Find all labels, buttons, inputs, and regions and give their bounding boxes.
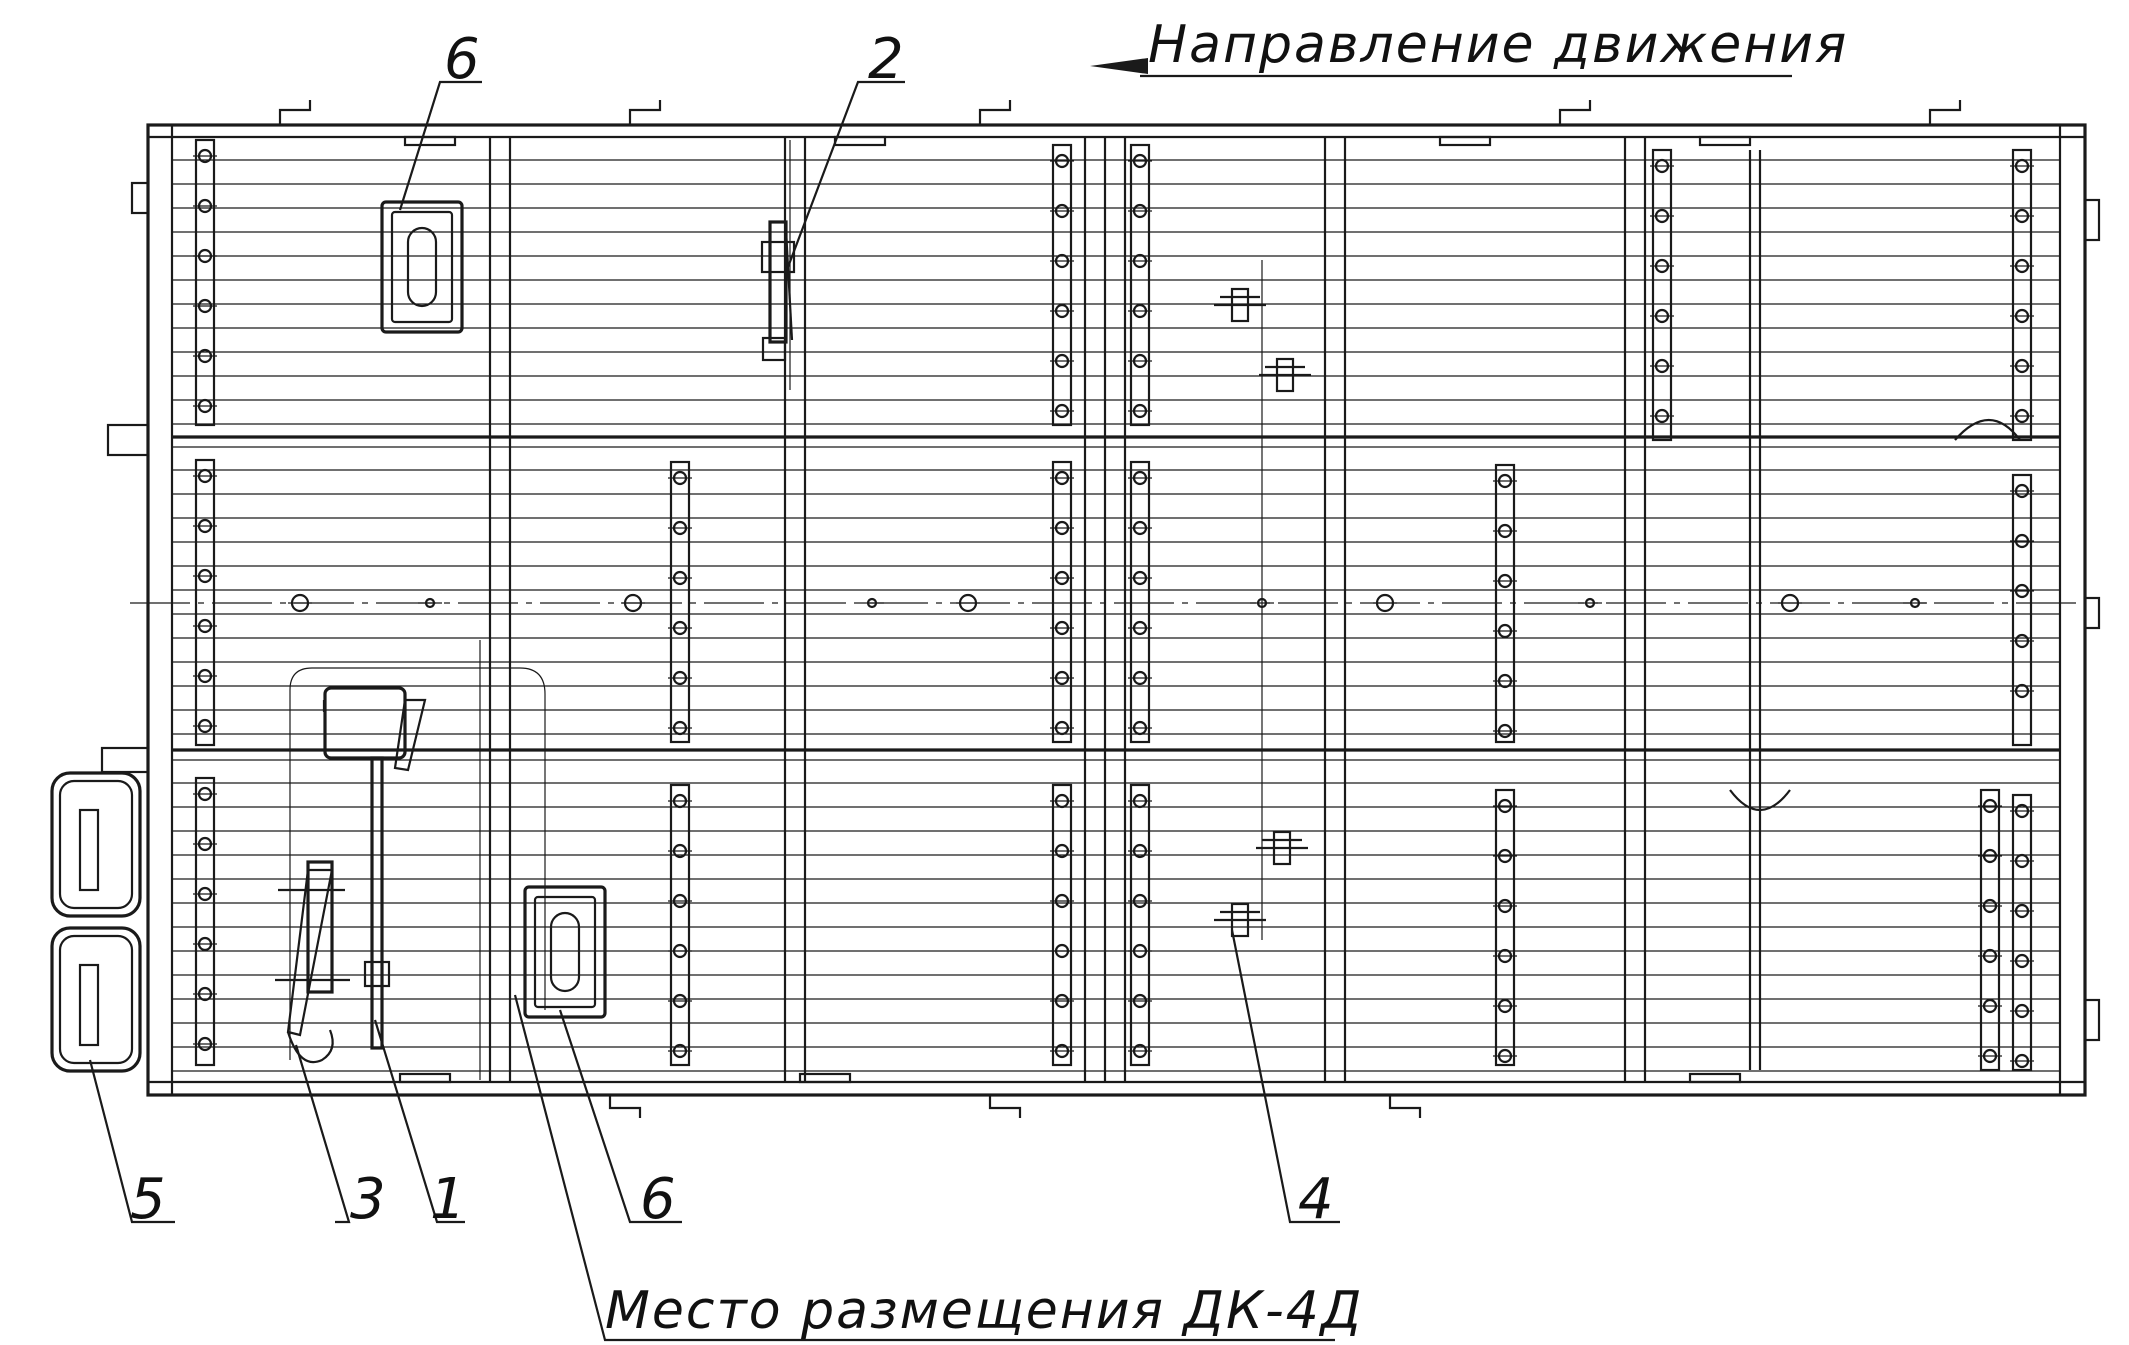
callout-3: 3 — [350, 1167, 386, 1232]
callout-4: 4 — [1298, 1167, 1334, 1232]
direction-arrow-icon — [1090, 58, 1148, 74]
direction-indicator: Направление движения — [1090, 15, 1848, 78]
cross-members — [488, 137, 1762, 1082]
end-box-5 — [50, 771, 142, 1073]
fittings-4 — [1214, 287, 1311, 938]
brake-mechanism — [275, 667, 546, 1064]
callout-6-top: 6 — [444, 27, 480, 92]
right-end-details — [1729, 198, 2101, 1042]
lever-2 — [760, 220, 796, 362]
callout-6-bottom: 6 — [640, 1167, 676, 1232]
callouts: 6 2 5 3 1 6 4 Место размещения ДК-4Д — [130, 27, 1363, 1341]
hatch-6-top — [380, 200, 464, 334]
frame-outline — [100, 123, 2087, 1097]
leader-lines — [88, 80, 1340, 1342]
callout-5: 5 — [130, 1167, 166, 1232]
edge-brackets — [278, 100, 1962, 1118]
center-holes — [288, 593, 1927, 613]
hatch-6-bottom — [523, 885, 607, 1019]
callout-1: 1 — [430, 1167, 466, 1232]
direction-caption: Направление движения — [1148, 15, 1848, 75]
bolt-strips — [193, 138, 2034, 1072]
floor-boards — [172, 159, 2060, 1072]
placement-caption: Место размещения ДК-4Д — [605, 1281, 1363, 1341]
callout-2: 2 — [868, 27, 904, 92]
